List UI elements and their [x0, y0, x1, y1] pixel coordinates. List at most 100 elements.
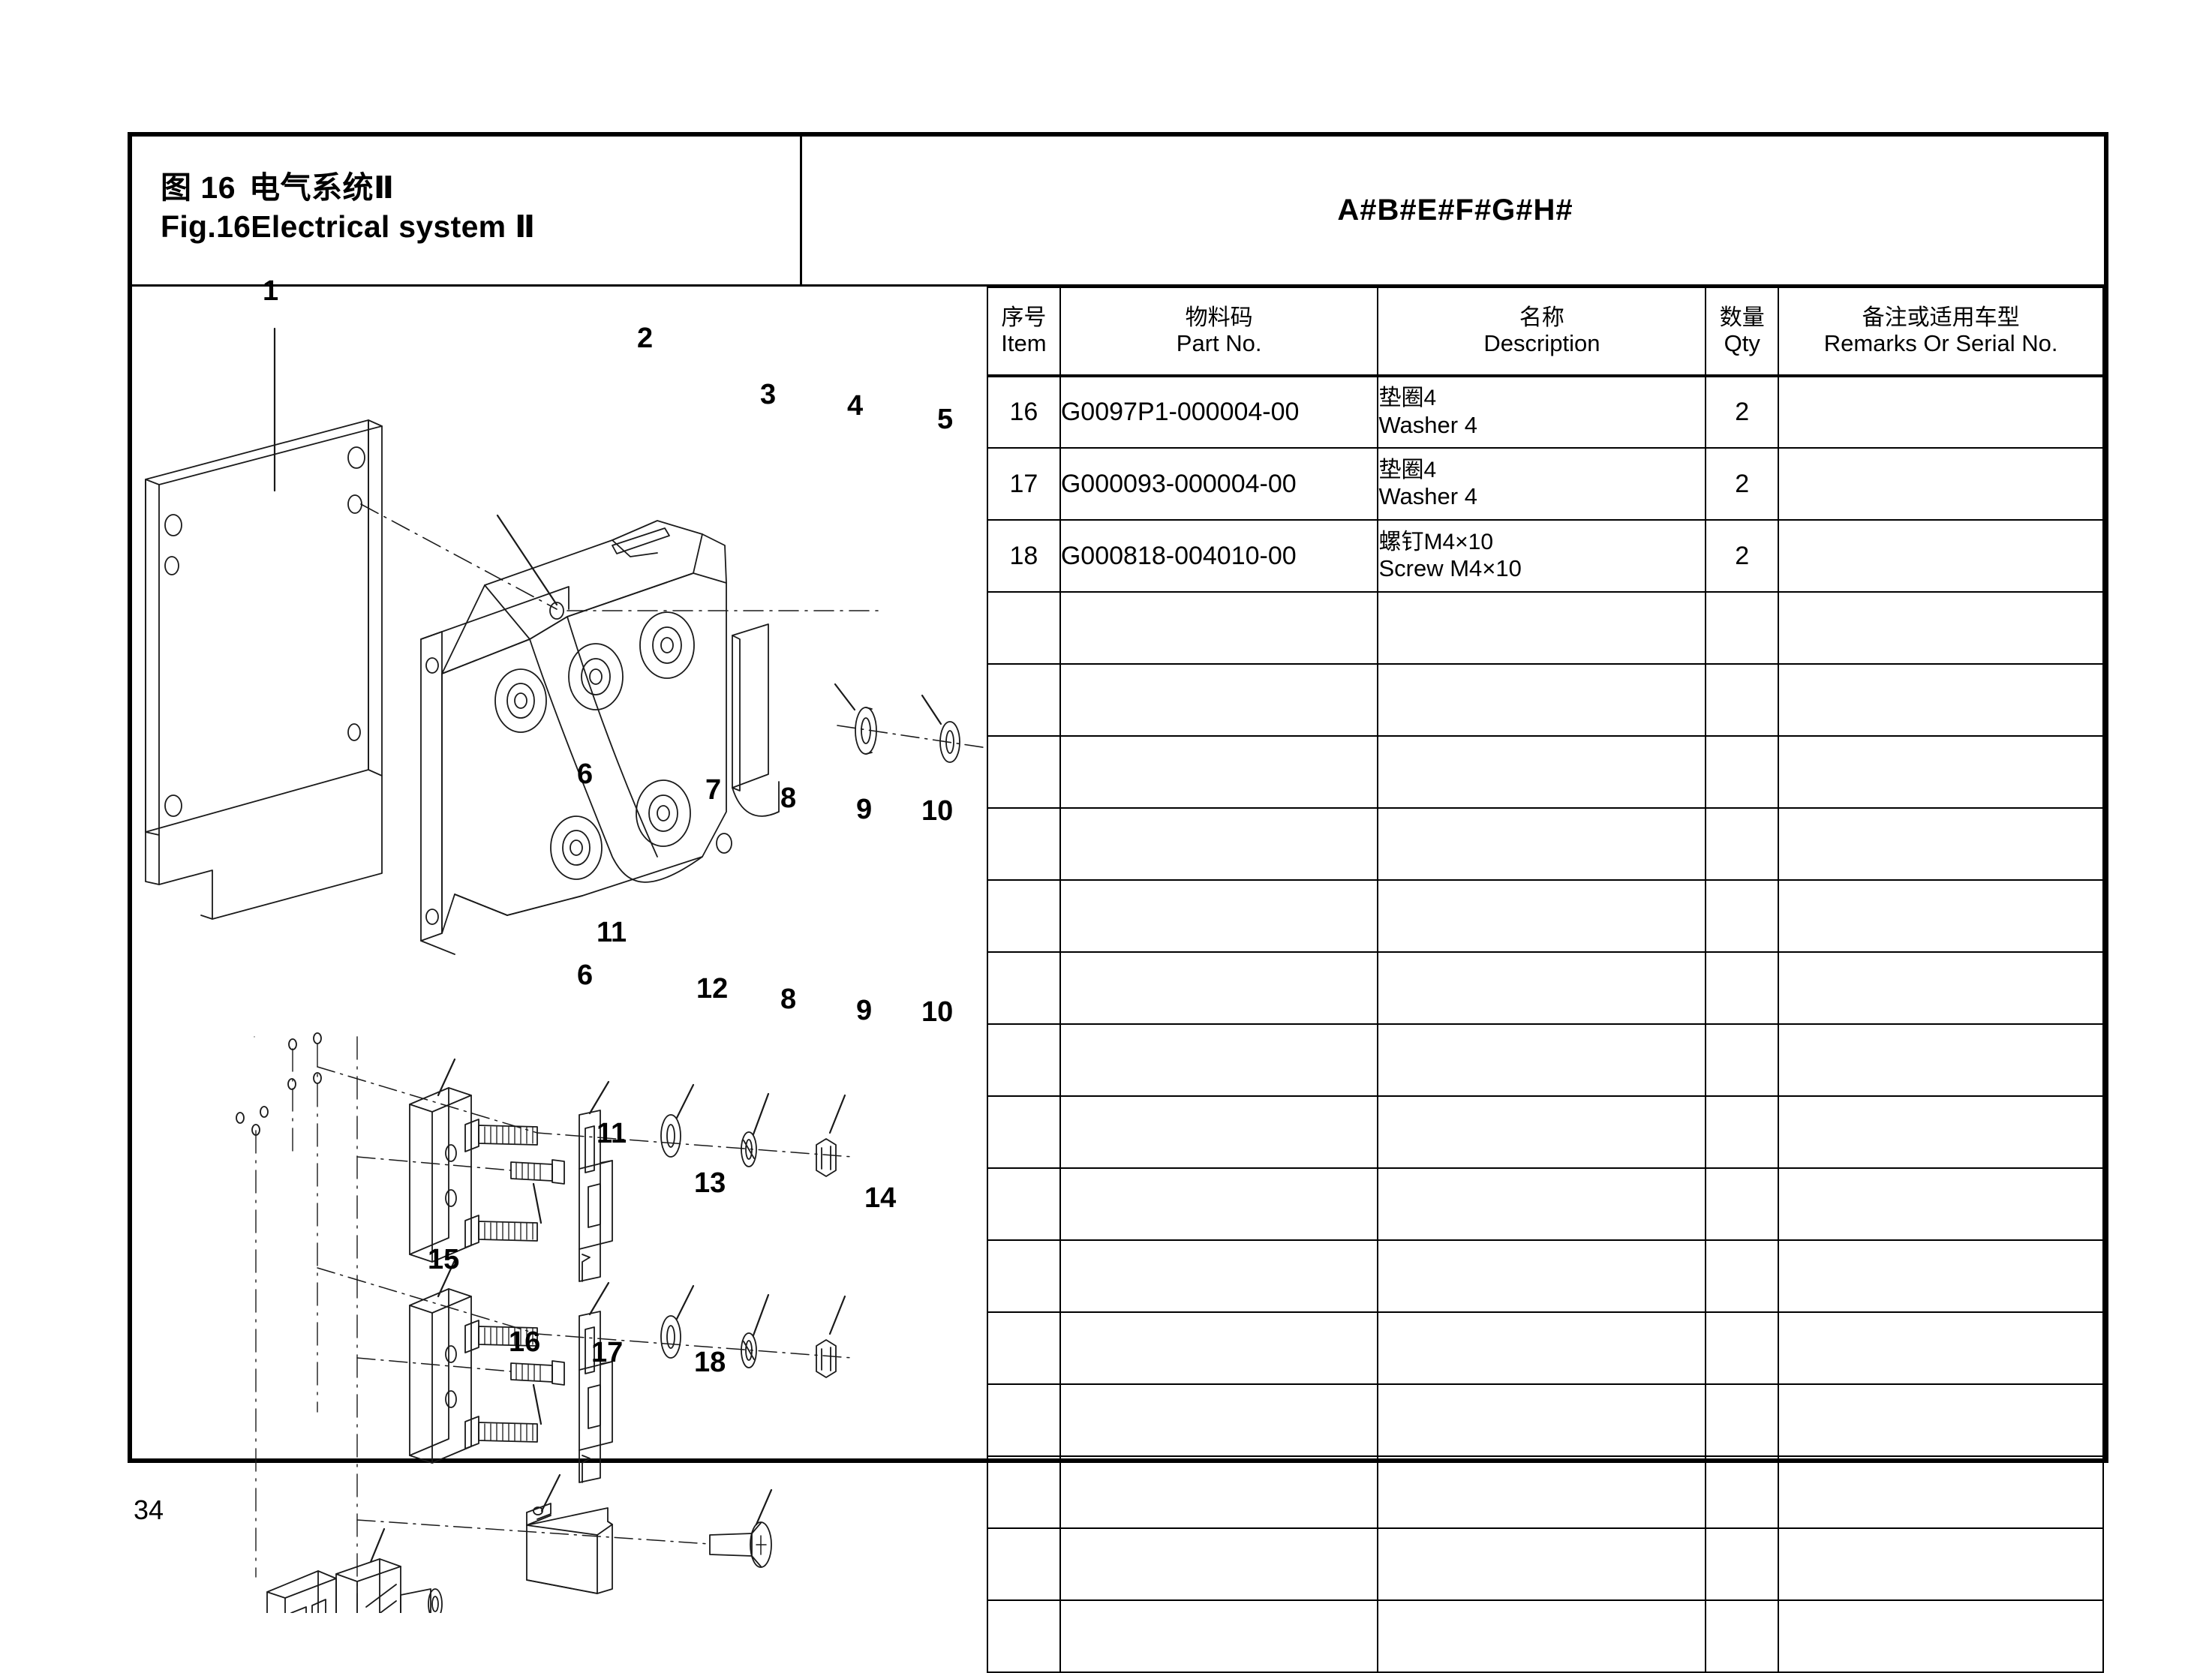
cell-remarks — [1778, 952, 2103, 1024]
cell-qty — [1706, 1456, 1778, 1528]
description-cn: 螺钉M4×10 — [1378, 530, 1705, 556]
description-en: Washer 4 — [1378, 412, 1705, 439]
table-row-empty — [987, 1240, 2103, 1312]
cell-remarks — [1778, 376, 2103, 448]
part-8-washer-upper — [661, 1115, 681, 1157]
cell-description — [1378, 1168, 1706, 1240]
callout-15-leader — [371, 1529, 384, 1562]
table-header-row: 序号 Item 物料码 Part No. 名称 Description 数量 Q… — [987, 287, 2103, 376]
table-row-empty — [987, 952, 2103, 1024]
cell-part-no — [1060, 1168, 1378, 1240]
callout-11-upper-leader — [533, 1184, 541, 1223]
cell-part-no — [1060, 664, 1378, 736]
table-row-empty — [987, 1600, 2103, 1672]
figure-number-en: Fig.16 — [161, 209, 251, 245]
cell-qty — [1706, 952, 1778, 1024]
cell-description — [1378, 1528, 1706, 1600]
table-row-empty — [987, 1528, 2103, 1600]
cell-description — [1378, 736, 1706, 808]
cell-description — [1378, 952, 1706, 1024]
callout-label-2: 2 — [637, 323, 653, 355]
cell-qty — [1706, 1528, 1778, 1600]
callout-7-leader — [590, 1082, 609, 1113]
callout-14-leader — [756, 1490, 771, 1524]
cell-remarks — [1778, 1096, 2103, 1168]
cell-remarks — [1778, 808, 2103, 880]
centerline-plate-routing — [256, 1037, 357, 1613]
part-9-lock-washer-lower — [741, 1333, 756, 1368]
figure-name-cn: 电气系统Ⅱ — [249, 162, 395, 207]
cell-part-no: G000818-004010-00 — [1060, 520, 1378, 592]
table-row-empty — [987, 1024, 2103, 1096]
callout-label-9-lower: 9 — [856, 995, 872, 1027]
callout-label-18: 18 — [694, 1347, 726, 1379]
cell-qty — [1706, 592, 1778, 664]
callout-label-12: 12 — [696, 973, 728, 1005]
callout-label-14: 14 — [864, 1182, 896, 1215]
cell-item — [987, 808, 1060, 880]
table-row-empty — [987, 736, 2103, 808]
cell-qty — [1706, 1168, 1778, 1240]
callout-6-upper-leader — [438, 1059, 455, 1095]
cell-description — [1378, 664, 1706, 736]
cell-qty — [1706, 1240, 1778, 1312]
cell-qty — [1706, 1024, 1778, 1096]
cell-qty: 2 — [1706, 376, 1778, 448]
description-cn: 垫圈4 — [1378, 458, 1705, 484]
part-15-contactor — [267, 1559, 442, 1613]
cell-part-no — [1060, 1096, 1378, 1168]
callout-label-8-upper: 8 — [780, 782, 796, 815]
model-code-text: A#B#E#F#G#H# — [1337, 194, 1573, 227]
cell-description — [1378, 880, 1706, 952]
callout-12-leader — [590, 1283, 609, 1314]
parts-table: 序号 Item 物料码 Part No. 名称 Description 数量 Q… — [987, 287, 2104, 1673]
cell-item — [987, 1456, 1060, 1528]
diagram-svg-lower — [132, 287, 987, 1613]
column-header-remarks: 备注或适用车型 Remarks Or Serial No. — [1778, 287, 2103, 376]
cell-description — [1378, 1312, 1706, 1384]
cell-description — [1378, 1096, 1706, 1168]
callout-label-13: 13 — [694, 1167, 726, 1200]
callout-label-15: 15 — [428, 1244, 459, 1276]
cell-part-no — [1060, 808, 1378, 880]
table-row-empty — [987, 664, 2103, 736]
cell-item — [987, 592, 1060, 664]
description-cn: 垫圈4 — [1378, 386, 1705, 412]
cell-remarks — [1778, 880, 2103, 952]
cell-item: 18 — [987, 520, 1060, 592]
cell-remarks — [1778, 1600, 2103, 1672]
cell-qty — [1706, 1096, 1778, 1168]
part-8-washer-lower — [661, 1316, 681, 1358]
figure-name-en: Electrical system Ⅱ — [251, 209, 535, 245]
cell-qty: 2 — [1706, 448, 1778, 520]
page-number: 34 — [134, 1494, 164, 1526]
cell-description — [1378, 1240, 1706, 1312]
cell-part-no — [1060, 1600, 1378, 1672]
cell-remarks — [1778, 1456, 2103, 1528]
cell-qty — [1706, 1312, 1778, 1384]
table-row-empty — [987, 1312, 2103, 1384]
cell-remarks — [1778, 1528, 2103, 1600]
callout-label-8-lower: 8 — [780, 984, 796, 1016]
table-row-empty — [987, 808, 2103, 880]
cell-part-no — [1060, 880, 1378, 952]
cell-qty — [1706, 808, 1778, 880]
description-en: Washer 4 — [1378, 483, 1705, 510]
table-row-empty — [987, 1456, 2103, 1528]
callout-label-17: 17 — [591, 1337, 623, 1369]
cell-qty — [1706, 664, 1778, 736]
cell-qty — [1706, 880, 1778, 952]
callout-10-lower-leader — [830, 1296, 845, 1334]
cell-part-no: G0097P1-000004-00 — [1060, 376, 1378, 448]
cell-item — [987, 1240, 1060, 1312]
cell-remarks — [1778, 736, 2103, 808]
model-code-header: A#B#E#F#G#H# — [802, 137, 2108, 287]
callout-label-4: 4 — [847, 390, 863, 422]
cell-qty — [1706, 1600, 1778, 1672]
